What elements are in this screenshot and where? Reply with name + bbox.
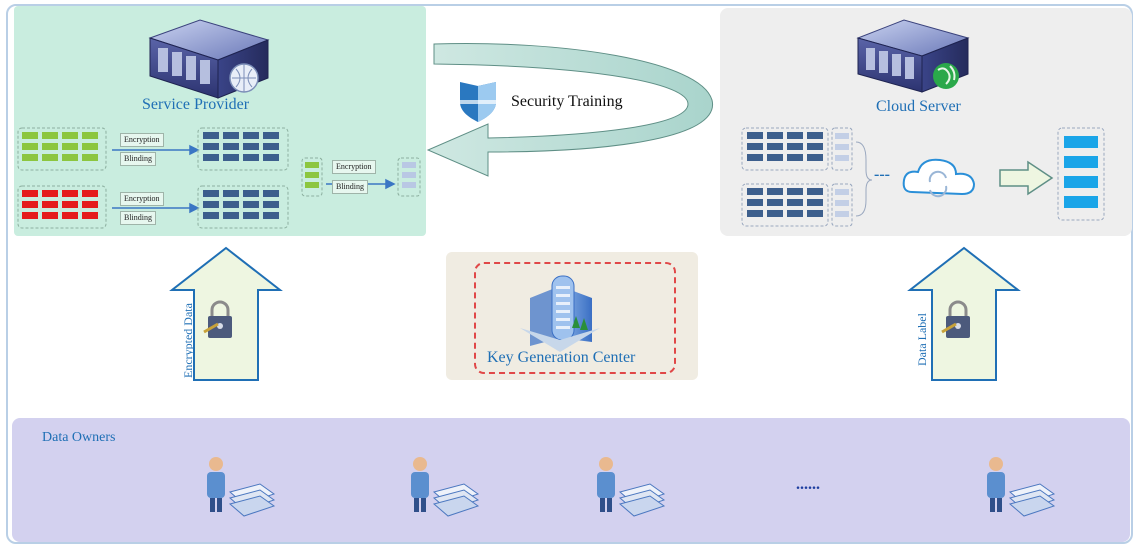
- blinding-tag: Blinding: [120, 211, 157, 225]
- encrypted-data-label: Encrypted Data: [181, 303, 195, 378]
- red-data-block: [17, 185, 107, 229]
- lock-key-icon: [941, 300, 970, 338]
- kgc-dashed-border: [474, 262, 676, 374]
- encrypted-data-up-arrow: [169, 246, 283, 381]
- cloud-output-arrow: [999, 160, 1054, 196]
- data-label-label: Data Label: [915, 313, 929, 366]
- cloud-navy-block-1: [741, 127, 853, 171]
- cloud-navy-block-2: [741, 183, 853, 227]
- encryption-tag: Encryption: [120, 133, 164, 147]
- data-owner-icon: [207, 457, 276, 517]
- security-training-arrow: [426, 43, 713, 177]
- blinding-tag: Blinding: [120, 152, 157, 166]
- diagram-frame: [6, 4, 1133, 544]
- encryption-tag: Encryption: [120, 192, 164, 206]
- service-provider-title: Service Provider: [142, 96, 250, 113]
- blinding-tag: Blinding: [332, 180, 369, 194]
- key-generation-center-title: Key Generation Center: [487, 349, 636, 366]
- lock-key-icon: [203, 300, 232, 338]
- data-owner-icon: [597, 457, 666, 517]
- cyan-output-column: [1057, 127, 1105, 221]
- data-owner-icon: [987, 457, 1056, 517]
- owners-ellipsis: ......: [796, 476, 820, 493]
- data-owner-icon: [411, 457, 480, 517]
- green-data-block: [17, 127, 107, 171]
- shield-icon: [460, 82, 496, 122]
- service-provider-server-icon: [148, 19, 270, 99]
- data-owners-panel: [12, 418, 1130, 542]
- green-label-column: [301, 157, 323, 197]
- cloud-ellipsis: ---: [874, 166, 890, 183]
- pale-label-column: [397, 157, 421, 197]
- cloud-computing-icon: [902, 158, 976, 198]
- cloud-server-icon: [856, 19, 970, 93]
- cloud-server-title: Cloud Server: [876, 98, 961, 115]
- encrypted-navy-block-2: [197, 185, 289, 229]
- data-label-up-arrow: [907, 246, 1021, 381]
- cloud-bracket: [855, 141, 873, 217]
- encryption-tag: Encryption: [332, 160, 376, 174]
- building-icon: [520, 275, 600, 352]
- encrypted-navy-block-1: [197, 127, 289, 171]
- security-training-label: Security Training: [511, 93, 623, 110]
- data-owners-title: Data Owners: [42, 430, 116, 445]
